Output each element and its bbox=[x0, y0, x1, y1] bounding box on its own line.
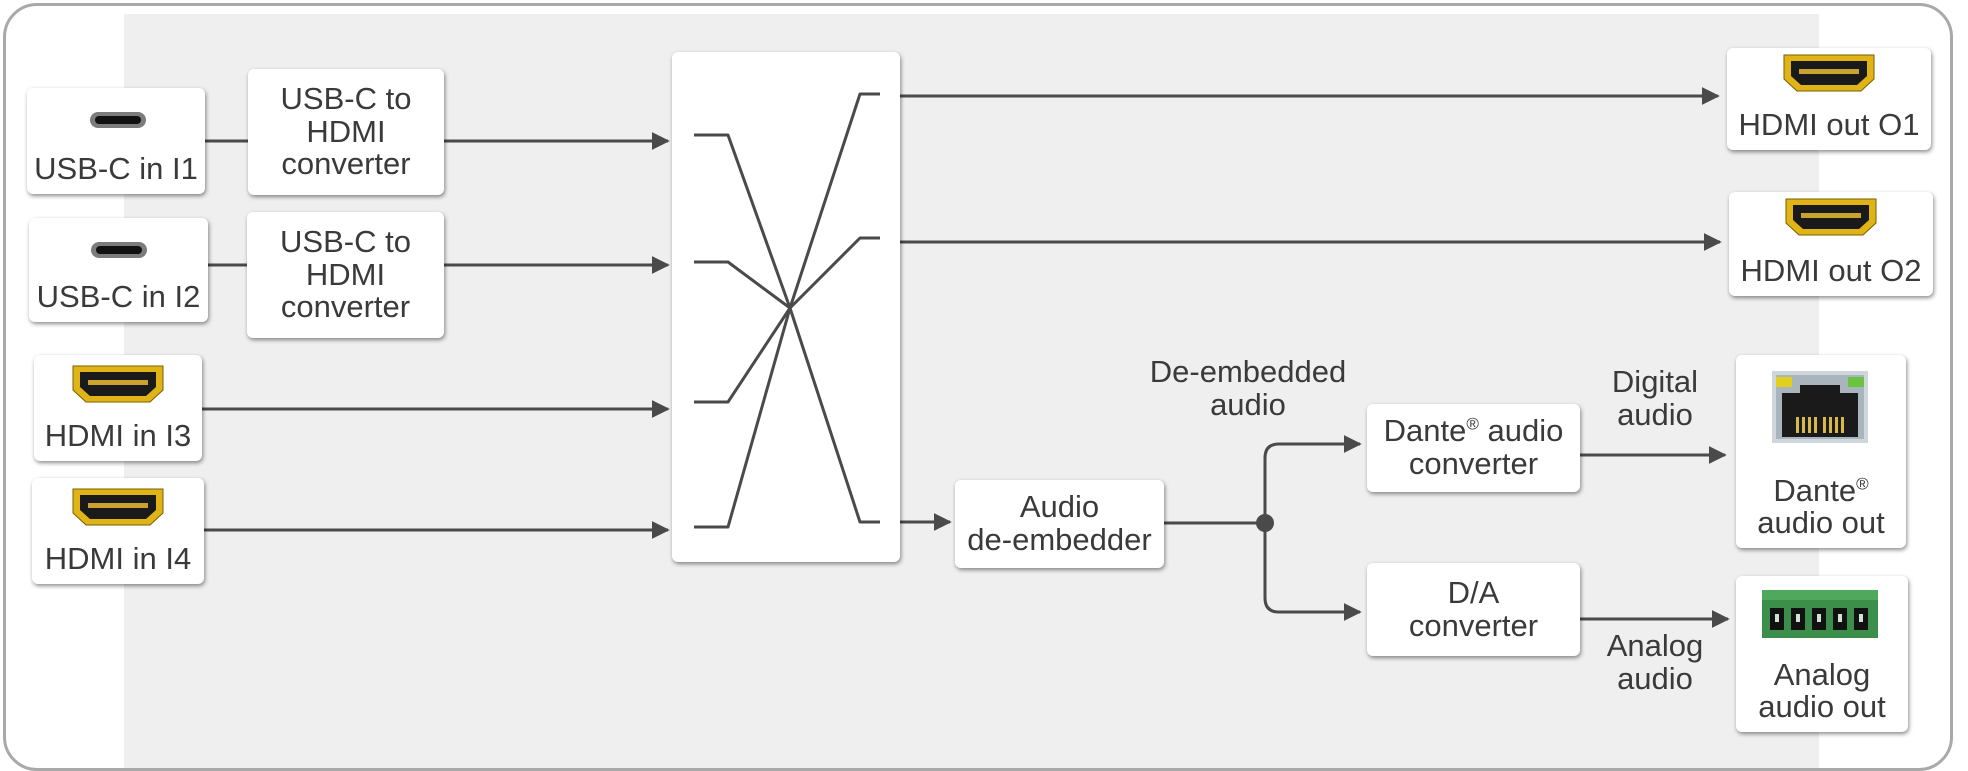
hdmi-out-o1-box: HDMI out O1 bbox=[1727, 48, 1931, 150]
da-converter-label: D/A converter bbox=[1408, 574, 1539, 643]
terminal-block-icon bbox=[1762, 590, 1878, 638]
hdmi-port-icon bbox=[72, 365, 164, 403]
crosspoint-lines bbox=[694, 92, 880, 529]
digital-audio-label: Digital audio bbox=[1611, 364, 1699, 432]
dante-converter-label: Dante® audio bbox=[1383, 413, 1564, 449]
usbc-in-i2-label: USB-C in I2 bbox=[36, 279, 201, 315]
hdmi-in-i4-box: HDMI in I4 bbox=[32, 478, 204, 584]
usbc-to-hdmi-converter-1: USB-C to HDMI converter bbox=[248, 69, 444, 195]
hdmi-out-o2-box: HDMI out O2 bbox=[1729, 192, 1933, 296]
hdmi-port-icon bbox=[1785, 198, 1877, 236]
deembedder-label: Audio de-embedder bbox=[967, 489, 1152, 557]
hdmi-out-o1-label: HDMI out O1 bbox=[1738, 107, 1920, 143]
rj45-port-icon bbox=[1772, 371, 1868, 443]
deembedded-audio-label: De-embedded audio bbox=[1149, 354, 1347, 422]
usbc-to-hdmi-converter-2: USB-C to HDMI converter bbox=[247, 212, 444, 338]
usbc-in-i2-box: USB-C in I2 bbox=[29, 218, 208, 322]
dante-out-label-line2: audio out bbox=[1757, 505, 1885, 541]
dante-audio-out-box: Dante® audio out bbox=[1736, 355, 1906, 548]
usbc-in-i1-box: USB-C in I1 bbox=[27, 88, 205, 194]
usbc-in-i1-label: USB-C in I1 bbox=[34, 151, 198, 187]
arrow-junction-to-da bbox=[1263, 523, 1362, 621]
analog-out-label: Analog audio out bbox=[1758, 656, 1886, 725]
converter-2-label: USB-C to HDMI converter bbox=[280, 224, 411, 325]
usb-c-port-icon bbox=[91, 242, 147, 258]
analog-audio-out-box: Analog audio out bbox=[1736, 576, 1908, 732]
audio-deembedder-box: Audio de-embedder bbox=[955, 480, 1164, 568]
hdmi-out-o2-label: HDMI out O2 bbox=[1740, 253, 1922, 289]
matrix-switcher-box bbox=[672, 52, 900, 562]
dante-audio-converter-box: Dante® audio converter bbox=[1367, 404, 1580, 492]
usb-c-port-icon bbox=[90, 112, 146, 128]
hdmi-port-icon bbox=[72, 488, 164, 526]
dante-out-label: Dante® bbox=[1773, 472, 1869, 508]
hdmi-in-i3-box: HDMI in I3 bbox=[34, 355, 202, 461]
converter-1-label: USB-C to HDMI converter bbox=[280, 81, 412, 182]
hdmi-in-i3-label: HDMI in I3 bbox=[44, 418, 192, 454]
analog-audio-label: Analog audio bbox=[1606, 628, 1704, 696]
hdmi-in-i4-label: HDMI in I4 bbox=[44, 541, 192, 577]
split-junction bbox=[1256, 514, 1274, 532]
hdmi-port-icon bbox=[1783, 54, 1875, 92]
arrow-junction-to-dante bbox=[1263, 435, 1362, 523]
da-converter-box: D/A converter bbox=[1367, 563, 1580, 656]
dante-converter-label-line2: converter bbox=[1408, 446, 1539, 481]
